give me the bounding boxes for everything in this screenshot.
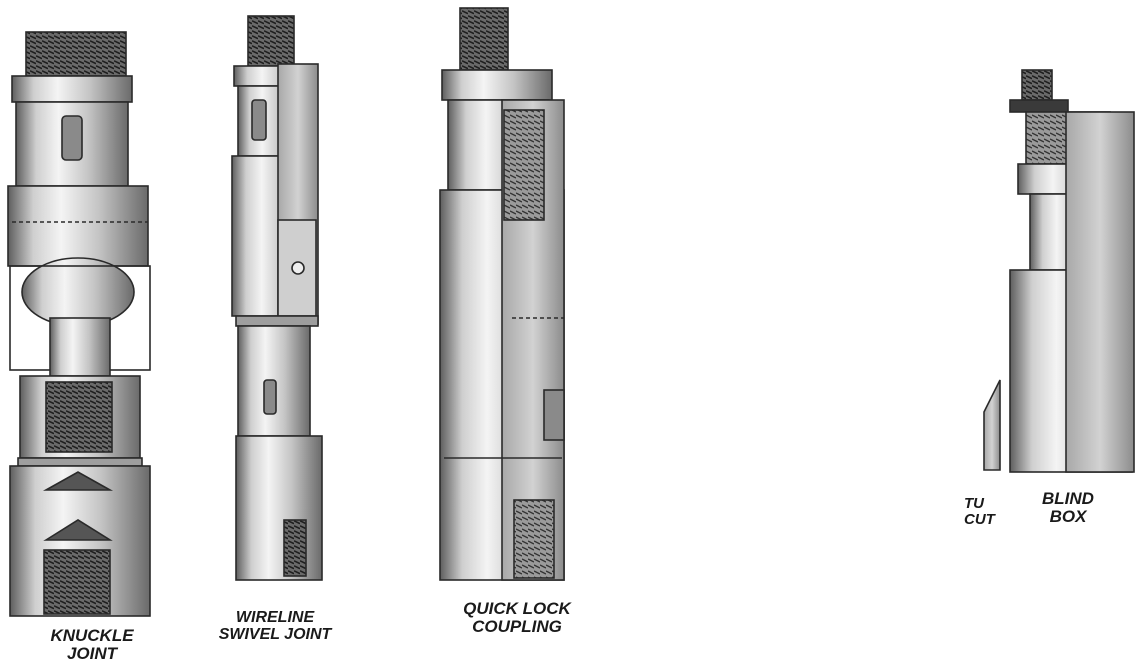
label-blind-box-line-1: BLIND [1042,489,1094,508]
label-knuckle-joint-line-1: KNUCKLE [50,626,134,645]
knuckle-joint-drawing [7,31,151,617]
label-tubing-cutter-partial: TU CUT [964,496,1008,528]
label-quick-lock-coupling-line-2: COUPLING [472,616,562,636]
tubing-cutter-partial-drawing [983,379,1001,471]
label-quick-lock-coupling: QUICK LOCK COUPLING [432,600,602,636]
label-wireline-swivel-joint-line-2: SWIVEL JOINT [218,625,332,643]
label-knuckle-joint-line-2: JOINT [66,643,118,663]
blind-box-drawing [1009,69,1135,473]
label-quick-lock-coupling-line-1: QUICK LOCK [463,599,571,618]
label-tubing-cutter-line-1: TU [964,495,984,512]
label-wireline-swivel-joint-line-1: WIRELINE [235,609,315,626]
label-knuckle-joint: KNUCKLE JOINT [22,627,162,663]
quick-lock-coupling-drawing [439,7,565,581]
label-tubing-cutter-line-2: CUT [964,510,995,528]
label-wireline-swivel-joint: WIRELINE SWIVEL JOINT [200,609,350,644]
wireline-swivel-joint-drawing [231,15,323,581]
label-blind-box: BLIND BOX [1026,490,1110,526]
label-blind-box-line-2: BOX [1049,506,1087,526]
